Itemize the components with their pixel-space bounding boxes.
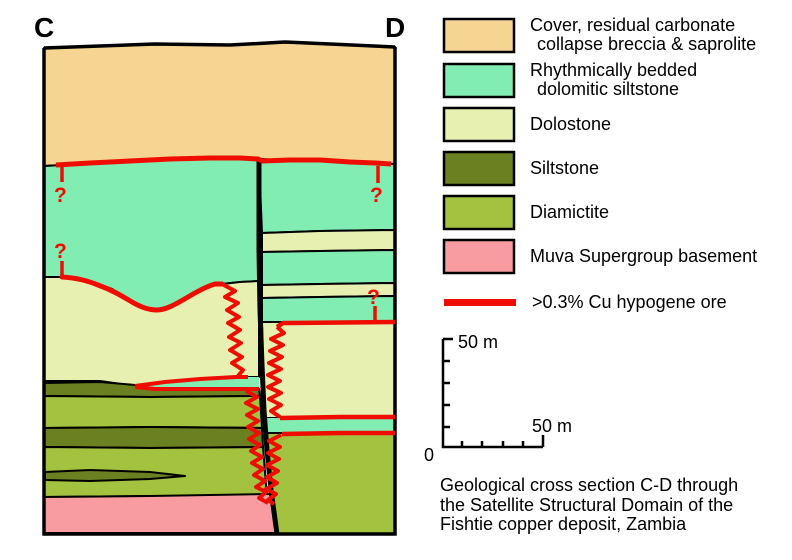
scale-vertical-label: 50 m	[458, 332, 498, 352]
scale-bar-axes	[441, 339, 543, 449]
ore-line-band5-top	[279, 414, 395, 421]
scale-bar-ticks	[443, 337, 545, 447]
cross-section: ? ? ? ? C D	[34, 12, 405, 536]
ore-line-swatch	[444, 299, 516, 306]
legend-item-siltstone: Siltstone	[442, 150, 757, 187]
scale-bar: 50 m 50 m 0	[424, 332, 572, 465]
legend-label: Siltstone	[530, 158, 600, 178]
question-mark-left-upper: ?	[54, 184, 67, 207]
layer-diamictite-right	[264, 432, 396, 535]
figure-caption: Geological cross section C-D through the…	[440, 475, 739, 535]
caption-line: Geological cross section C-D through	[440, 475, 739, 495]
siltstone-lens	[44, 469, 186, 482]
ore-zigzag-left-lower	[244, 389, 269, 505]
legend-label: Muva Supergroup basement	[530, 246, 758, 266]
layer-cover	[43, 41, 396, 167]
section-label-c: C	[34, 12, 54, 43]
legend-item-dolostone: Dolostone	[442, 106, 757, 143]
legend-swatch-diamictite	[442, 194, 516, 231]
ore-line-unconformity	[55, 155, 392, 168]
legend-swatch-rhythmite	[442, 62, 516, 98]
ore-label: >0.3% Cu hypogene ore	[532, 292, 727, 312]
legend-swatch-cover	[442, 17, 516, 53]
fault-line	[256, 159, 280, 535]
rhythmite-wedge	[135, 377, 259, 388]
legend-swatch-basement	[442, 238, 516, 275]
ore-wedge-top	[134, 375, 248, 388]
layer-siltstone-left	[43, 426, 264, 449]
ore-zigzag-left-upper	[221, 282, 245, 378]
ore-wedge-bottom	[134, 385, 259, 391]
legend-item-ore: >0.3% Cu hypogene ore	[442, 292, 727, 313]
layer-diamictite-upper-left	[43, 395, 263, 429]
ore-line-band5-bottom	[281, 430, 395, 437]
question-mark-left-lower: ?	[54, 240, 67, 263]
scale-horizontal-label: 50 m	[532, 416, 572, 436]
layer-basement	[43, 493, 278, 534]
ore-line-dip	[59, 274, 225, 313]
legend-swatch-dolostone	[442, 106, 516, 143]
legend-item-basement: Muva Supergroup basement	[442, 238, 757, 275]
scale-origin-label: 0	[424, 445, 434, 465]
section-border	[42, 47, 397, 536]
layer-dolostone-band1-right	[261, 229, 396, 253]
question-mark-right-upper: ?	[370, 184, 383, 207]
section-label-d: D	[385, 12, 405, 43]
ore-line-block-top	[275, 319, 396, 329]
legend-label: Diamictite	[530, 202, 610, 222]
ore-zigzag-right-lower	[264, 433, 282, 506]
caption-line: Fishtie copper deposit, Zambia	[440, 514, 687, 534]
legend-item-diamictite: Diamictite	[442, 194, 757, 231]
legend-label: Dolostone	[530, 114, 612, 134]
ore-zigzag-right-upper	[266, 325, 286, 419]
caption-line: the Satellite Structural Domain of the	[440, 494, 734, 515]
legend-swatch-siltstone	[442, 150, 516, 187]
section-top-edge	[43, 40, 396, 50]
question-mark-right-mid: ?	[367, 286, 380, 309]
layer-rhythmite-band5-right	[264, 417, 395, 433]
layer-rhythmite-band2-right	[261, 249, 396, 286]
